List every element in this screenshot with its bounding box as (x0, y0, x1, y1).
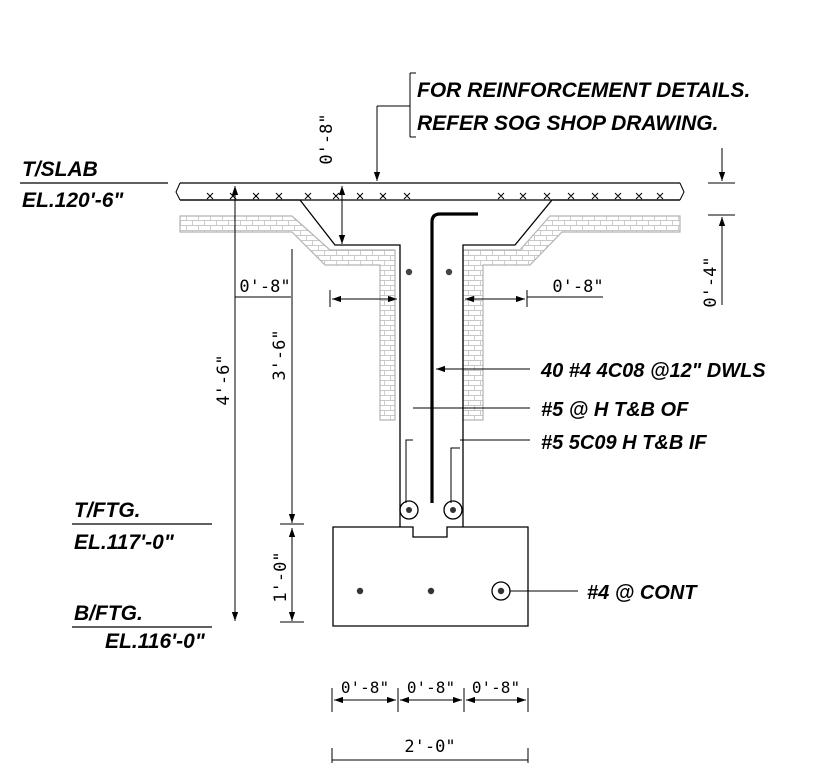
slab-elevation-label: T/SLAB (22, 158, 98, 181)
slab-mesh-marks (206, 192, 664, 200)
wall-reinforcement (399, 212, 478, 520)
footing-left-segment-dimension: 0'-8" (341, 678, 389, 697)
footing-width-dimension: 2'-0" (404, 737, 455, 757)
wall-height-dimension: 3'-6" (270, 329, 290, 380)
footing-bottom-value: EL.116'-0" (105, 630, 206, 653)
insulation-right (462, 215, 681, 421)
slab-thickening-dimension: 0'-8" (317, 113, 337, 164)
outer-face-bar-callout: #5 @ H T&B OF (541, 399, 689, 421)
dimension-lines (231, 148, 735, 763)
slab (175, 182, 685, 201)
footing (332, 526, 529, 627)
footing-top-value: EL.117'-0" (74, 531, 175, 554)
footing-depth-dimension: 1'-0" (271, 551, 291, 602)
callout-leaders (413, 365, 578, 592)
haunch-right-dimension: 0'-8" (552, 277, 603, 297)
note-line-1: FOR REINFORCEMENT DETAILS. (417, 79, 750, 102)
concrete-wall-outline (180, 199, 680, 527)
note-leader (373, 72, 416, 181)
footing-bar-callout: #4 @ CONT (587, 582, 698, 604)
insulation-left (179, 215, 396, 421)
footing-top-label: T/FTG. (74, 499, 141, 522)
total-height-dimension: 4'-6" (214, 354, 234, 405)
inner-face-bar-callout: #5 5C09 H T&B IF (541, 432, 707, 454)
slab-thickness-dimension: 0'-4" (701, 256, 721, 307)
footing-bottom-label: B/FTG. (74, 602, 143, 625)
elevation-lines (20, 182, 212, 628)
dowel-callout: 40 #4 4C08 @12" DWLS (540, 360, 766, 382)
haunch-left-dimension: 0'-8" (239, 277, 290, 297)
note-line-2: REFER SOG SHOP DRAWING. (417, 112, 718, 135)
footing-right-segment-dimension: 0'-8" (472, 678, 520, 697)
footing-middle-segment-dimension: 0'-8" (407, 678, 455, 697)
slab-elevation-value: EL.120'-6" (22, 189, 124, 212)
